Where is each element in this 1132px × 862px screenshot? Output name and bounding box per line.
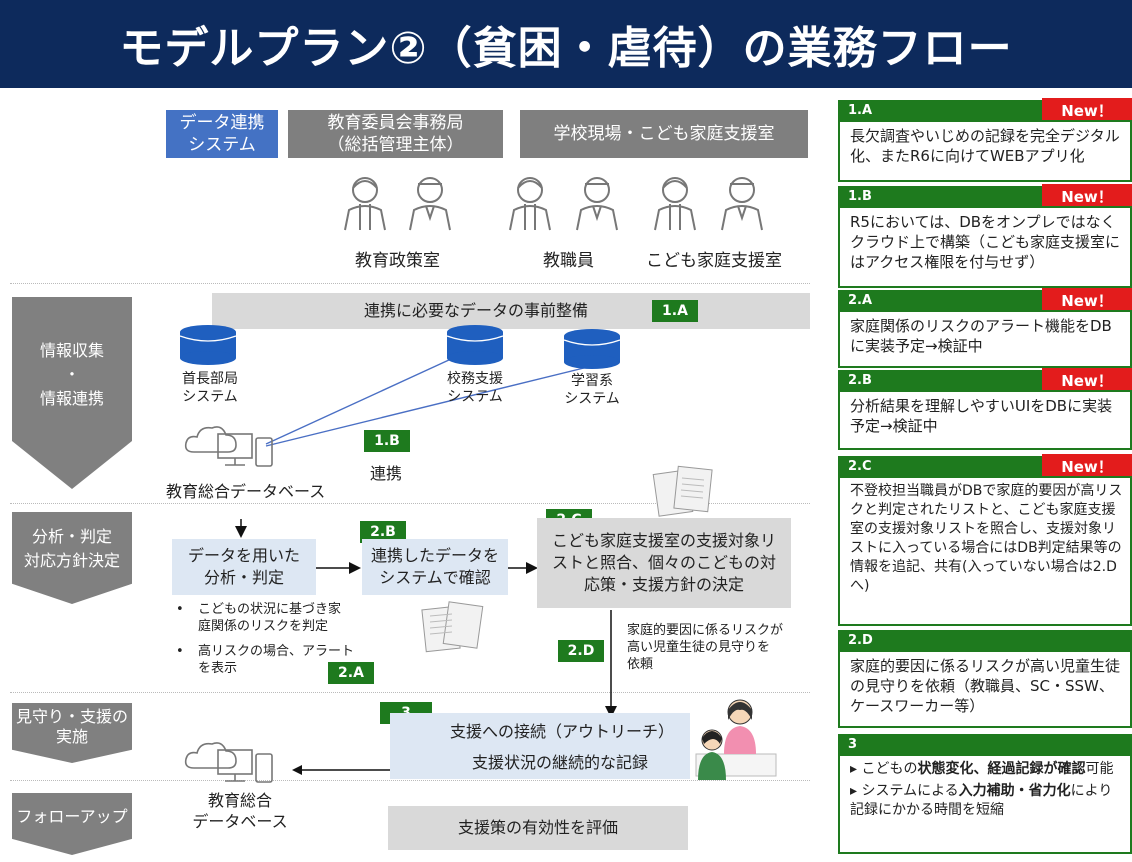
note-3-tag: 3	[838, 734, 1132, 754]
record-text: 支援状況の継続的な記録	[472, 753, 649, 772]
evaluate-box: 支援策の有効性を評価	[388, 806, 688, 850]
note-1b: R5においては、DBをオンプレではなくクラウド上で構築（こども家庭支援室にはアク…	[838, 206, 1132, 288]
note-3-item: ▸ システムによる入力補助・省力化により記録にかかる時間を短縮	[850, 783, 1113, 818]
note-3-text: により記録にかかる時間を短縮	[850, 783, 1113, 818]
person-icon	[576, 177, 618, 231]
bullet-dot: •	[176, 644, 184, 659]
confirm-box: 連携したデータを システムで確認	[362, 539, 508, 595]
tag-1a: 1.A	[652, 300, 698, 322]
phase-analyze: 分析・判定 対応方針決定	[12, 512, 132, 604]
new-badge: New！	[1042, 98, 1132, 122]
header-board: 教育委員会事務局 （総括管理主体）	[288, 110, 503, 158]
divider	[10, 283, 810, 284]
divider	[10, 503, 810, 504]
note-3-text: システムによる	[861, 783, 959, 799]
database-icon	[447, 325, 503, 365]
page-title: モデルプラン②（貧困・虐待）の業務フロー	[0, 0, 1132, 88]
tag-1b: 1.B	[364, 430, 410, 452]
document-icon	[652, 465, 713, 517]
new-badge: New！	[1042, 368, 1132, 392]
consultation-illustration	[695, 699, 777, 780]
database-icon	[180, 325, 236, 365]
analysis-box: データを用いた 分析・判定	[172, 539, 316, 595]
cloud-devices-icon	[184, 742, 273, 783]
role-staff: 教職員	[543, 251, 594, 271]
tag-2b: 2.B	[360, 521, 406, 543]
note-3-text: こどもの	[861, 761, 918, 777]
bullet-dot: •	[176, 602, 184, 617]
header-data-system: データ連携 システム	[166, 110, 278, 158]
note-2c: 不登校担当職員がDBで家庭的要因が高リスクと判定されたリストと、こども家庭支援室…	[838, 476, 1132, 626]
arrow-left-icon	[292, 765, 390, 775]
person-icon	[344, 177, 386, 231]
person-icons	[344, 177, 763, 231]
new-badge: New！	[1042, 288, 1132, 312]
db-school-label: 校務支援 システム	[447, 371, 503, 405]
db-mayor-label: 首長部局 システム	[182, 371, 238, 405]
prep-box: 連携に必要なデータの事前整備	[212, 293, 810, 329]
flow-arrows	[235, 519, 617, 718]
new-badge: New！	[1042, 184, 1132, 208]
bullet-risk: こどもの状況に基づき家 庭関係のリスクを判定	[198, 602, 342, 634]
note-3-bold: 入力補助・省力化	[958, 783, 1071, 799]
role-support: こども家庭支援室	[646, 251, 782, 271]
note-3: ▸ こどもの状態変化、経過記録が確認可能 ▸ システムによる入力補助・省力化によ…	[838, 754, 1132, 854]
divider	[10, 780, 810, 781]
outreach-text: 支援への接続（アウトリーチ）	[450, 722, 675, 741]
edu-db-label: 教育総合データベース	[166, 482, 326, 501]
document-icon	[421, 601, 484, 653]
phase-collect: 情報収集 ・ 情報連携	[12, 297, 132, 489]
note-2a: 家庭関係のリスクのアラート機能をDBに実装予定→検証中	[838, 310, 1132, 368]
person-icon	[509, 177, 551, 231]
db-connections	[179, 325, 621, 447]
tag-2a: 2.A	[328, 662, 374, 684]
role-policy: 教育政策室	[355, 251, 440, 271]
db-learning-label: 学習系 システム	[564, 373, 620, 407]
decide-box: こども家庭支援室の支援対象リストと照合、個々のこどもの対応策・支援方針の決定	[537, 518, 791, 608]
note-2d-tag: 2.D	[838, 630, 1132, 650]
note-3-text: 可能	[1085, 761, 1114, 777]
person-icon	[721, 177, 763, 231]
phase-follow: フォローアップ	[12, 793, 132, 855]
note-2d: 家庭的要因に係るリスクが高い児童生徒の見守りを依頼（教職員、SC・SSW、ケース…	[838, 650, 1132, 728]
person-icon	[409, 177, 451, 231]
phase-watch: 見守り・支援の 実施	[12, 703, 132, 763]
note-3-item: ▸ こどもの状態変化、経過記録が確認可能	[850, 761, 1114, 777]
bullet-alert: 高リスクの場合、アラート を表示	[198, 644, 355, 676]
new-badge: New！	[1042, 454, 1132, 478]
person-icon	[654, 177, 696, 231]
support-box	[390, 713, 690, 779]
cloud-devices-icon	[184, 426, 273, 467]
edu-db2-label: 教育総合 データベース	[192, 791, 288, 831]
note-2b: 分析結果を理解しやすいUIをDBに実装予定→検証中	[838, 390, 1132, 450]
request-text: 家庭的要因に係るリスクが 高い児童生徒の見守りを 依頼	[627, 623, 784, 672]
note-1a: 長欠調査やいじめの記録を完全デジタル化、またR6に向けてWEBアプリ化	[838, 120, 1132, 182]
database-icon	[564, 329, 620, 369]
header-school: 学校現場・こども家庭支援室	[520, 110, 808, 158]
link-label: 連携	[370, 464, 403, 483]
tag-2d: 2.D	[558, 640, 604, 662]
note-3-bold: 状態変化、経過記録が確認	[917, 761, 1086, 777]
divider	[10, 692, 810, 693]
